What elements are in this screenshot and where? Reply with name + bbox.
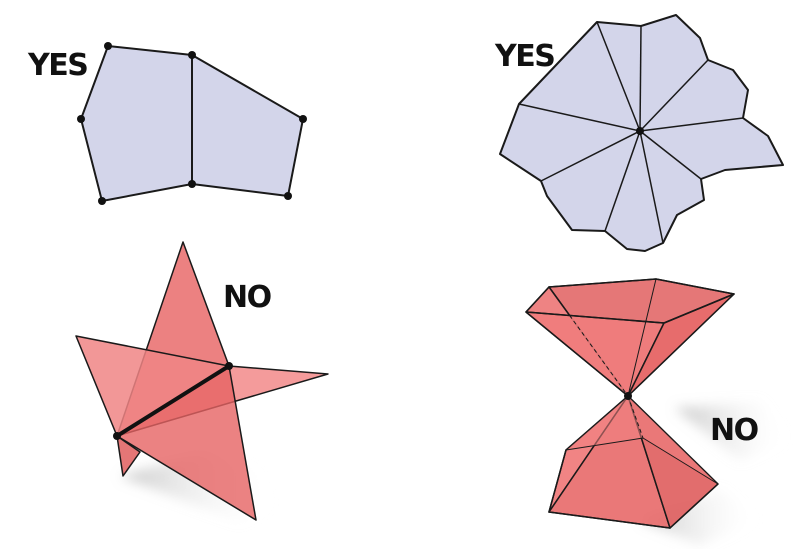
label-yes-left: YES [27, 48, 87, 83]
manifold-vertex-fan [499, 14, 784, 252]
non-manifold-edge [75, 241, 329, 522]
vertex-dots [77, 42, 307, 205]
label-no-right: NO [710, 413, 758, 448]
lower-cone-hidden-edge [627, 395, 644, 439]
lower-cone-rim [548, 449, 719, 529]
fan-spokes [518, 21, 744, 244]
upper-cone-hidden-edge-a [548, 286, 629, 397]
shared-vertex-dot [624, 392, 632, 400]
quad-left [80, 45, 193, 202]
shared-edge [115, 364, 231, 438]
edge-endpoint-b [225, 362, 233, 370]
center-vertex-dot [636, 127, 644, 135]
label-yes-right: YES [494, 39, 554, 74]
upper-cone-hidden-edge-b [627, 278, 657, 397]
non-manifold-vertex [525, 278, 790, 545]
label-no-left: NO [223, 280, 271, 315]
edge-endpoint-a [113, 432, 121, 440]
fin-lower-left [116, 435, 141, 477]
upper-cone-rim [525, 278, 735, 324]
quad-right [191, 54, 304, 197]
upper-cone-front [525, 311, 665, 397]
shadow-right-lower [640, 490, 760, 545]
shadow-right-upper [675, 402, 790, 460]
manifold-two-polygons [77, 42, 307, 205]
